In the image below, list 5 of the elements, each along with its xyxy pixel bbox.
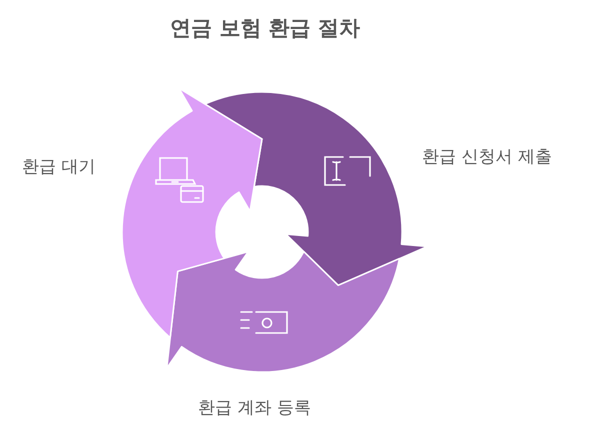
curved-arrow-segment xyxy=(166,250,400,373)
diagram-title: 연금 보험 환급 절차 xyxy=(169,15,361,42)
step-label: 환급 대기 xyxy=(22,156,96,178)
step-label: 환급 계좌 등록 xyxy=(198,397,311,419)
step-label: 환급 신청서 제출 xyxy=(422,146,552,168)
